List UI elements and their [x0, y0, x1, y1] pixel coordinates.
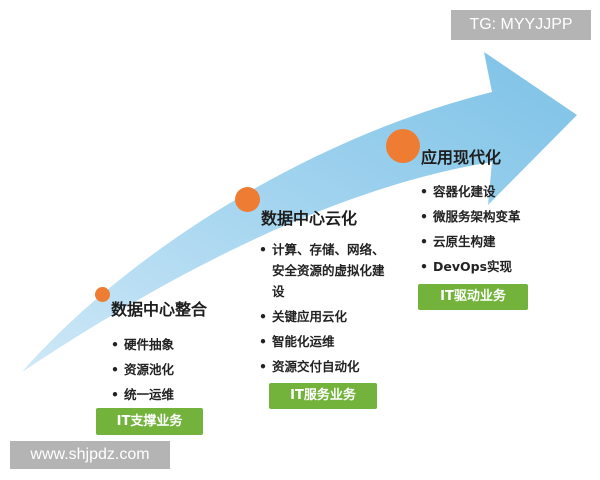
- list-item: 智能化运维: [256, 331, 391, 352]
- stage-2-badge: IT服务业务: [269, 383, 377, 409]
- stage-2-list: 计算、存储、网络、安全资源的虚拟化建设 关键应用云化 智能化运维 资源交付自动化: [256, 239, 391, 381]
- list-item: 资源池化: [108, 357, 238, 382]
- stage-1-badge: IT支撑业务: [96, 408, 203, 435]
- list-item: 资源交付自动化: [256, 356, 391, 377]
- list-item: 容器化建设: [417, 179, 587, 204]
- list-item: 硬件抽象: [108, 332, 238, 357]
- stage-3-badge: IT驱动业务: [418, 284, 528, 310]
- stage-3-title: 应用现代化: [421, 148, 502, 167]
- list-item: 微服务架构变革: [417, 204, 587, 229]
- list-item: DevOps实现: [417, 254, 587, 279]
- watermark-tg: TG: MYYJJPP: [451, 10, 591, 40]
- stage-3-list: 容器化建设 微服务架构变革 云原生构建 DevOps实现: [417, 179, 587, 279]
- list-item: 计算、存储、网络、安全资源的虚拟化建设: [256, 239, 391, 302]
- list-item: 关键应用云化: [256, 306, 391, 327]
- list-item: 统一运维: [108, 382, 238, 407]
- list-item: 云原生构建: [417, 229, 587, 254]
- stage-3-marker: [386, 129, 420, 163]
- watermark-site: www.shjpdz.com: [10, 441, 170, 469]
- stage-2-title: 数据中心云化: [261, 209, 358, 228]
- arrow-shape: [22, 52, 577, 372]
- stage-2-marker: [235, 187, 260, 212]
- stage-1-title: 数据中心整合: [111, 300, 208, 319]
- stage-1-marker: [95, 287, 110, 302]
- stage-1-list: 硬件抽象 资源池化 统一运维: [108, 332, 238, 407]
